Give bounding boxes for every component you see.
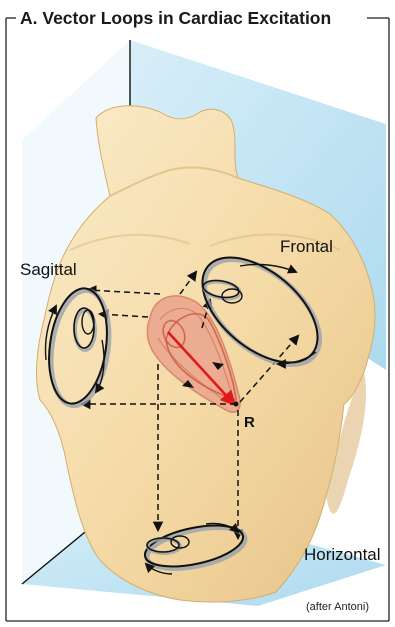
horizontal-label: Horizontal (304, 545, 381, 564)
sagittal-label: Sagittal (20, 260, 77, 279)
credit-text: (after Antoni) (306, 601, 369, 613)
frontal-label: Frontal (280, 237, 333, 256)
vector-point-label: R (244, 414, 255, 431)
vector-point (234, 402, 239, 407)
figure-title: A. Vector Loops in Cardiac Excitation (20, 8, 331, 28)
